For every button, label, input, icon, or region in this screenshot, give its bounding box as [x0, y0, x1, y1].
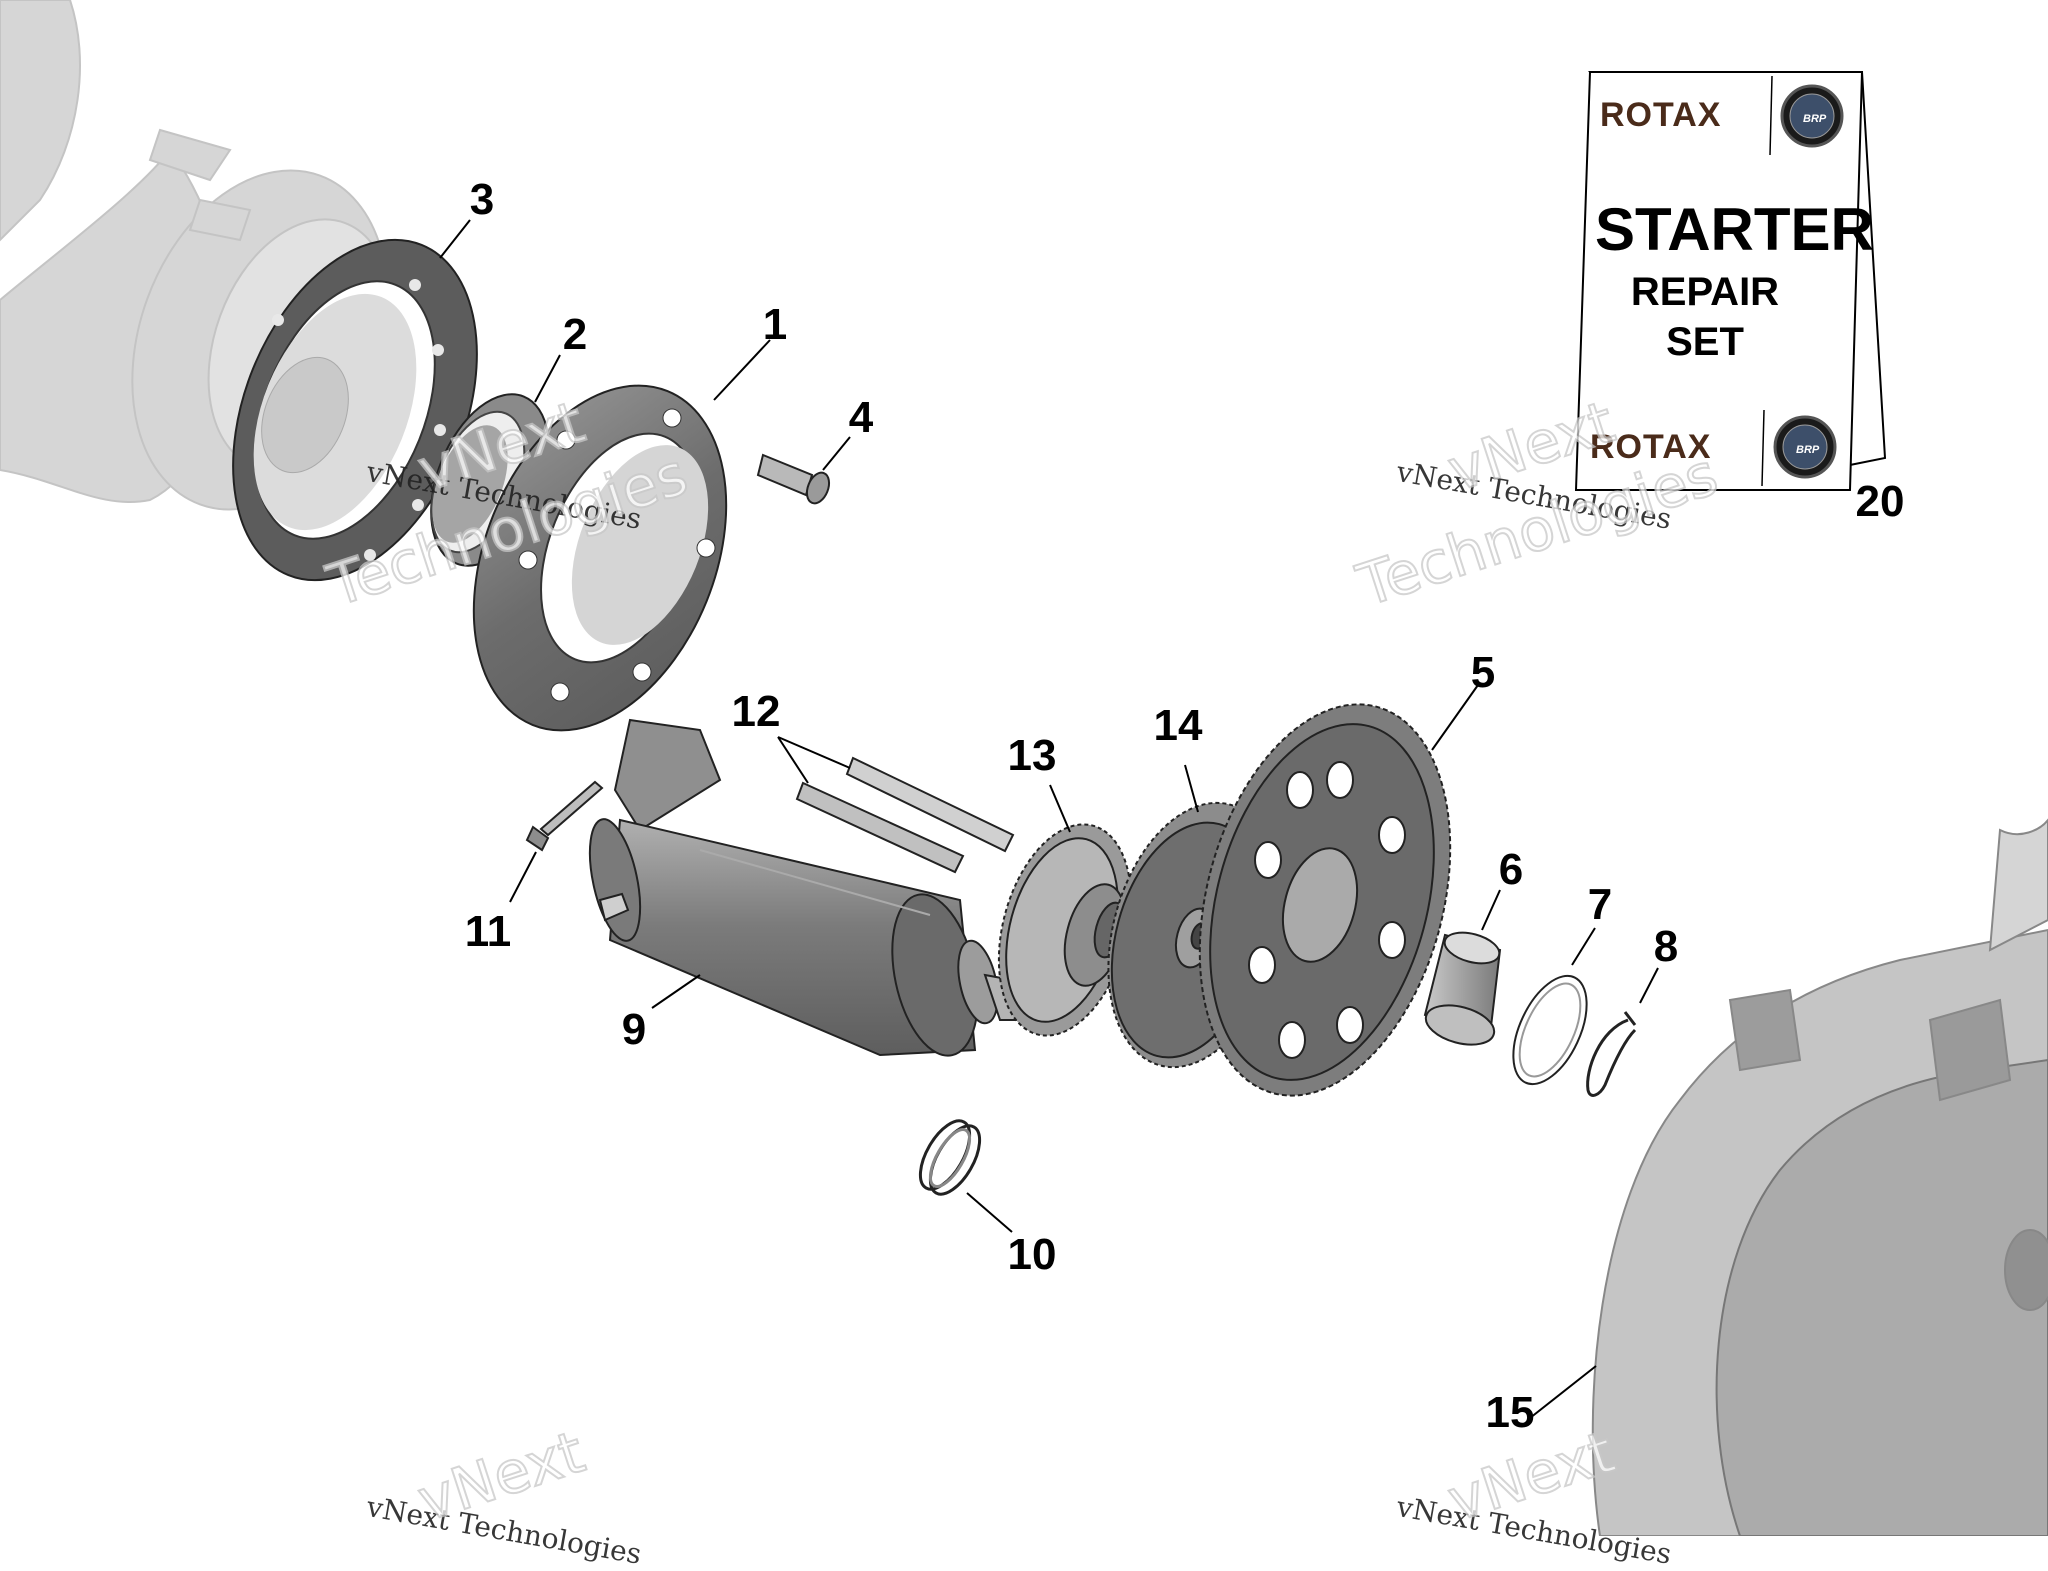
callout-4[interactable]: 4 — [848, 393, 874, 442]
callout-3[interactable]: 3 — [469, 175, 495, 224]
callout-8[interactable]: 8 — [1653, 922, 1679, 971]
callout-12[interactable]: 12 — [731, 687, 781, 736]
rotax-logo-bottom: ROTAX — [1590, 428, 1712, 466]
leader-lines — [439, 219, 1659, 1419]
callout-6[interactable]: 6 — [1498, 845, 1524, 894]
flange-part[interactable] — [426, 348, 774, 768]
pins-part[interactable] — [795, 756, 1015, 874]
brp-label-bottom: BRP — [1796, 444, 1820, 456]
bolt-part[interactable] — [525, 780, 604, 852]
callout-14[interactable]: 14 — [1153, 701, 1203, 750]
repair-set-card[interactable] — [1574, 71, 1887, 491]
spring-part[interactable] — [910, 1113, 989, 1202]
large-gear-part[interactable] — [1159, 676, 1490, 1123]
cover-part[interactable] — [1591, 818, 2048, 1536]
card-title: STARTER — [1595, 196, 1874, 263]
callout-10[interactable]: 10 — [1007, 1230, 1057, 1279]
brp-label-top: BRP — [1803, 113, 1827, 125]
circlip-part[interactable] — [1586, 1011, 1637, 1097]
callout-9[interactable]: 9 — [621, 1005, 647, 1054]
card-subtitle-1: REPAIR — [1630, 270, 1780, 314]
card-subtitle-2: SET — [1666, 320, 1744, 364]
starter-motor-part[interactable] — [581, 718, 1047, 1064]
washer-part[interactable] — [1498, 965, 1601, 1095]
callout-7[interactable]: 7 — [1587, 880, 1613, 929]
callout-13[interactable]: 13 — [1007, 731, 1057, 780]
bushing-part[interactable] — [1422, 927, 1503, 1051]
intermediate-gear-part[interactable] — [977, 810, 1153, 1051]
callout-5[interactable]: 5 — [1470, 648, 1496, 697]
callout-20[interactable]: 20 — [1855, 477, 1905, 526]
ring-gear-part[interactable] — [186, 204, 523, 616]
exploded-view-diagram — [0, 0, 2048, 1536]
callout-1[interactable]: 1 — [762, 300, 788, 349]
callout-2[interactable]: 2 — [562, 310, 588, 359]
rotax-logo-top: ROTAX — [1600, 96, 1722, 134]
screw-part[interactable] — [756, 453, 833, 507]
callout-11[interactable]: 11 — [464, 907, 512, 956]
callout-15[interactable]: 15 — [1485, 1388, 1535, 1437]
